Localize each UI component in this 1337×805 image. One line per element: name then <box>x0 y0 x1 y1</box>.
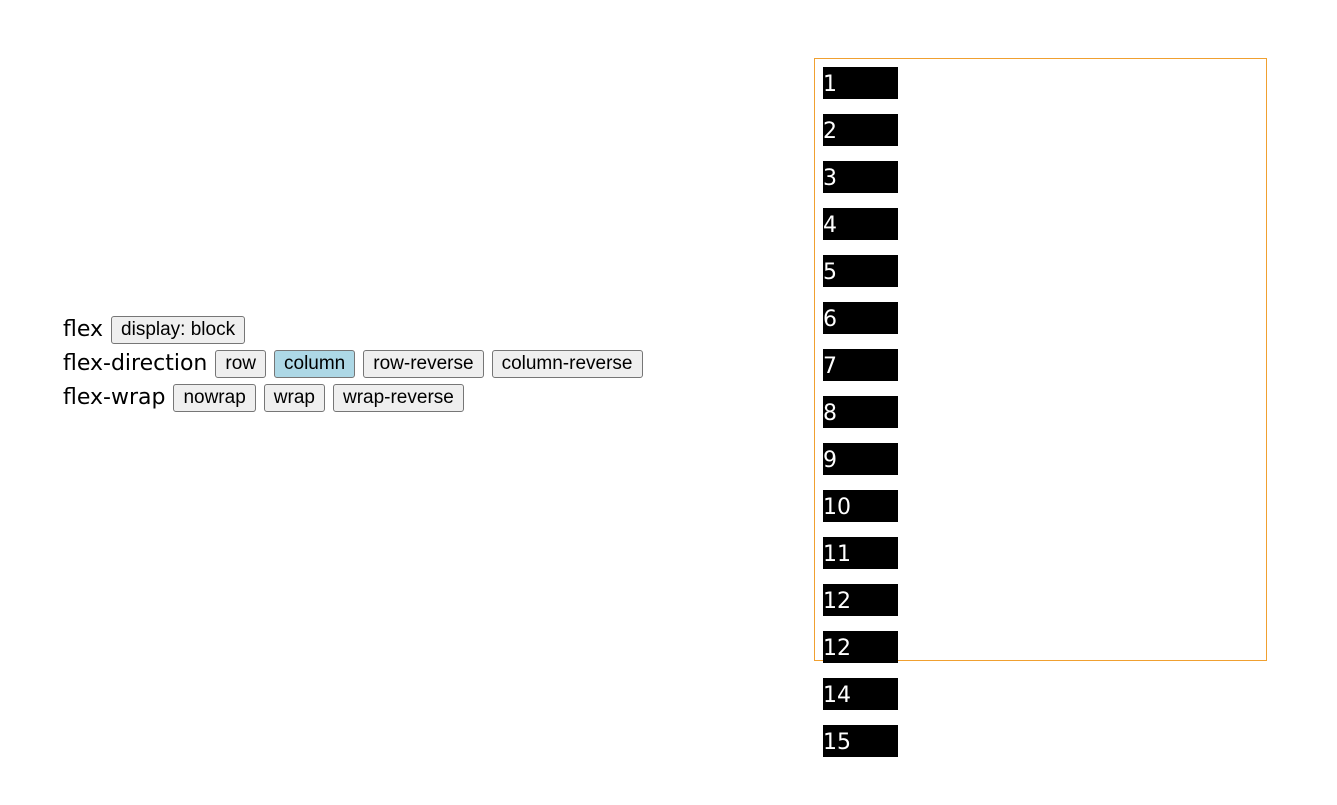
flex-wrap-label: flex-wrap <box>63 385 166 410</box>
flex-direction-row: flex-direction row column row-reverse co… <box>63 347 651 381</box>
flex-row: flex display: block <box>63 313 651 347</box>
flex-label: flex <box>63 317 104 342</box>
flex-item: 12 <box>823 584 898 616</box>
display-block-button[interactable]: display: block <box>111 316 246 344</box>
wrap-nowrap-button[interactable]: nowrap <box>173 384 256 412</box>
direction-column-button[interactable]: column <box>274 350 356 378</box>
flex-item: 2 <box>823 114 898 146</box>
flex-item: 3 <box>823 161 898 193</box>
flex-items: 1 2 3 4 5 6 7 8 9 10 11 12 12 14 15 <box>823 67 898 772</box>
flex-item: 5 <box>823 255 898 287</box>
wrap-reverse-button[interactable]: wrap-reverse <box>332 384 464 412</box>
flex-item: 12 <box>823 631 898 663</box>
flex-item: 7 <box>823 349 898 381</box>
direction-row-reverse-button[interactable]: row-reverse <box>363 350 484 378</box>
flex-item: 11 <box>823 537 898 569</box>
flex-item: 4 <box>823 208 898 240</box>
flex-item: 9 <box>823 443 898 475</box>
direction-column-reverse-button[interactable]: column-reverse <box>491 350 643 378</box>
wrap-wrap-button[interactable]: wrap <box>263 384 325 412</box>
flex-item: 1 <box>823 67 898 99</box>
flex-item: 15 <box>823 725 898 757</box>
flex-container <box>814 58 1267 661</box>
flex-item: 14 <box>823 678 898 710</box>
flex-item: 6 <box>823 302 898 334</box>
flex-direction-label: flex-direction <box>63 351 208 376</box>
flex-item: 10 <box>823 490 898 522</box>
flex-item: 8 <box>823 396 898 428</box>
direction-row-button[interactable]: row <box>215 350 266 378</box>
flex-wrap-row: flex-wrap nowrap wrap wrap-reverse <box>63 381 651 415</box>
flex-controls-panel: flex display: block flex-direction row c… <box>63 313 651 415</box>
